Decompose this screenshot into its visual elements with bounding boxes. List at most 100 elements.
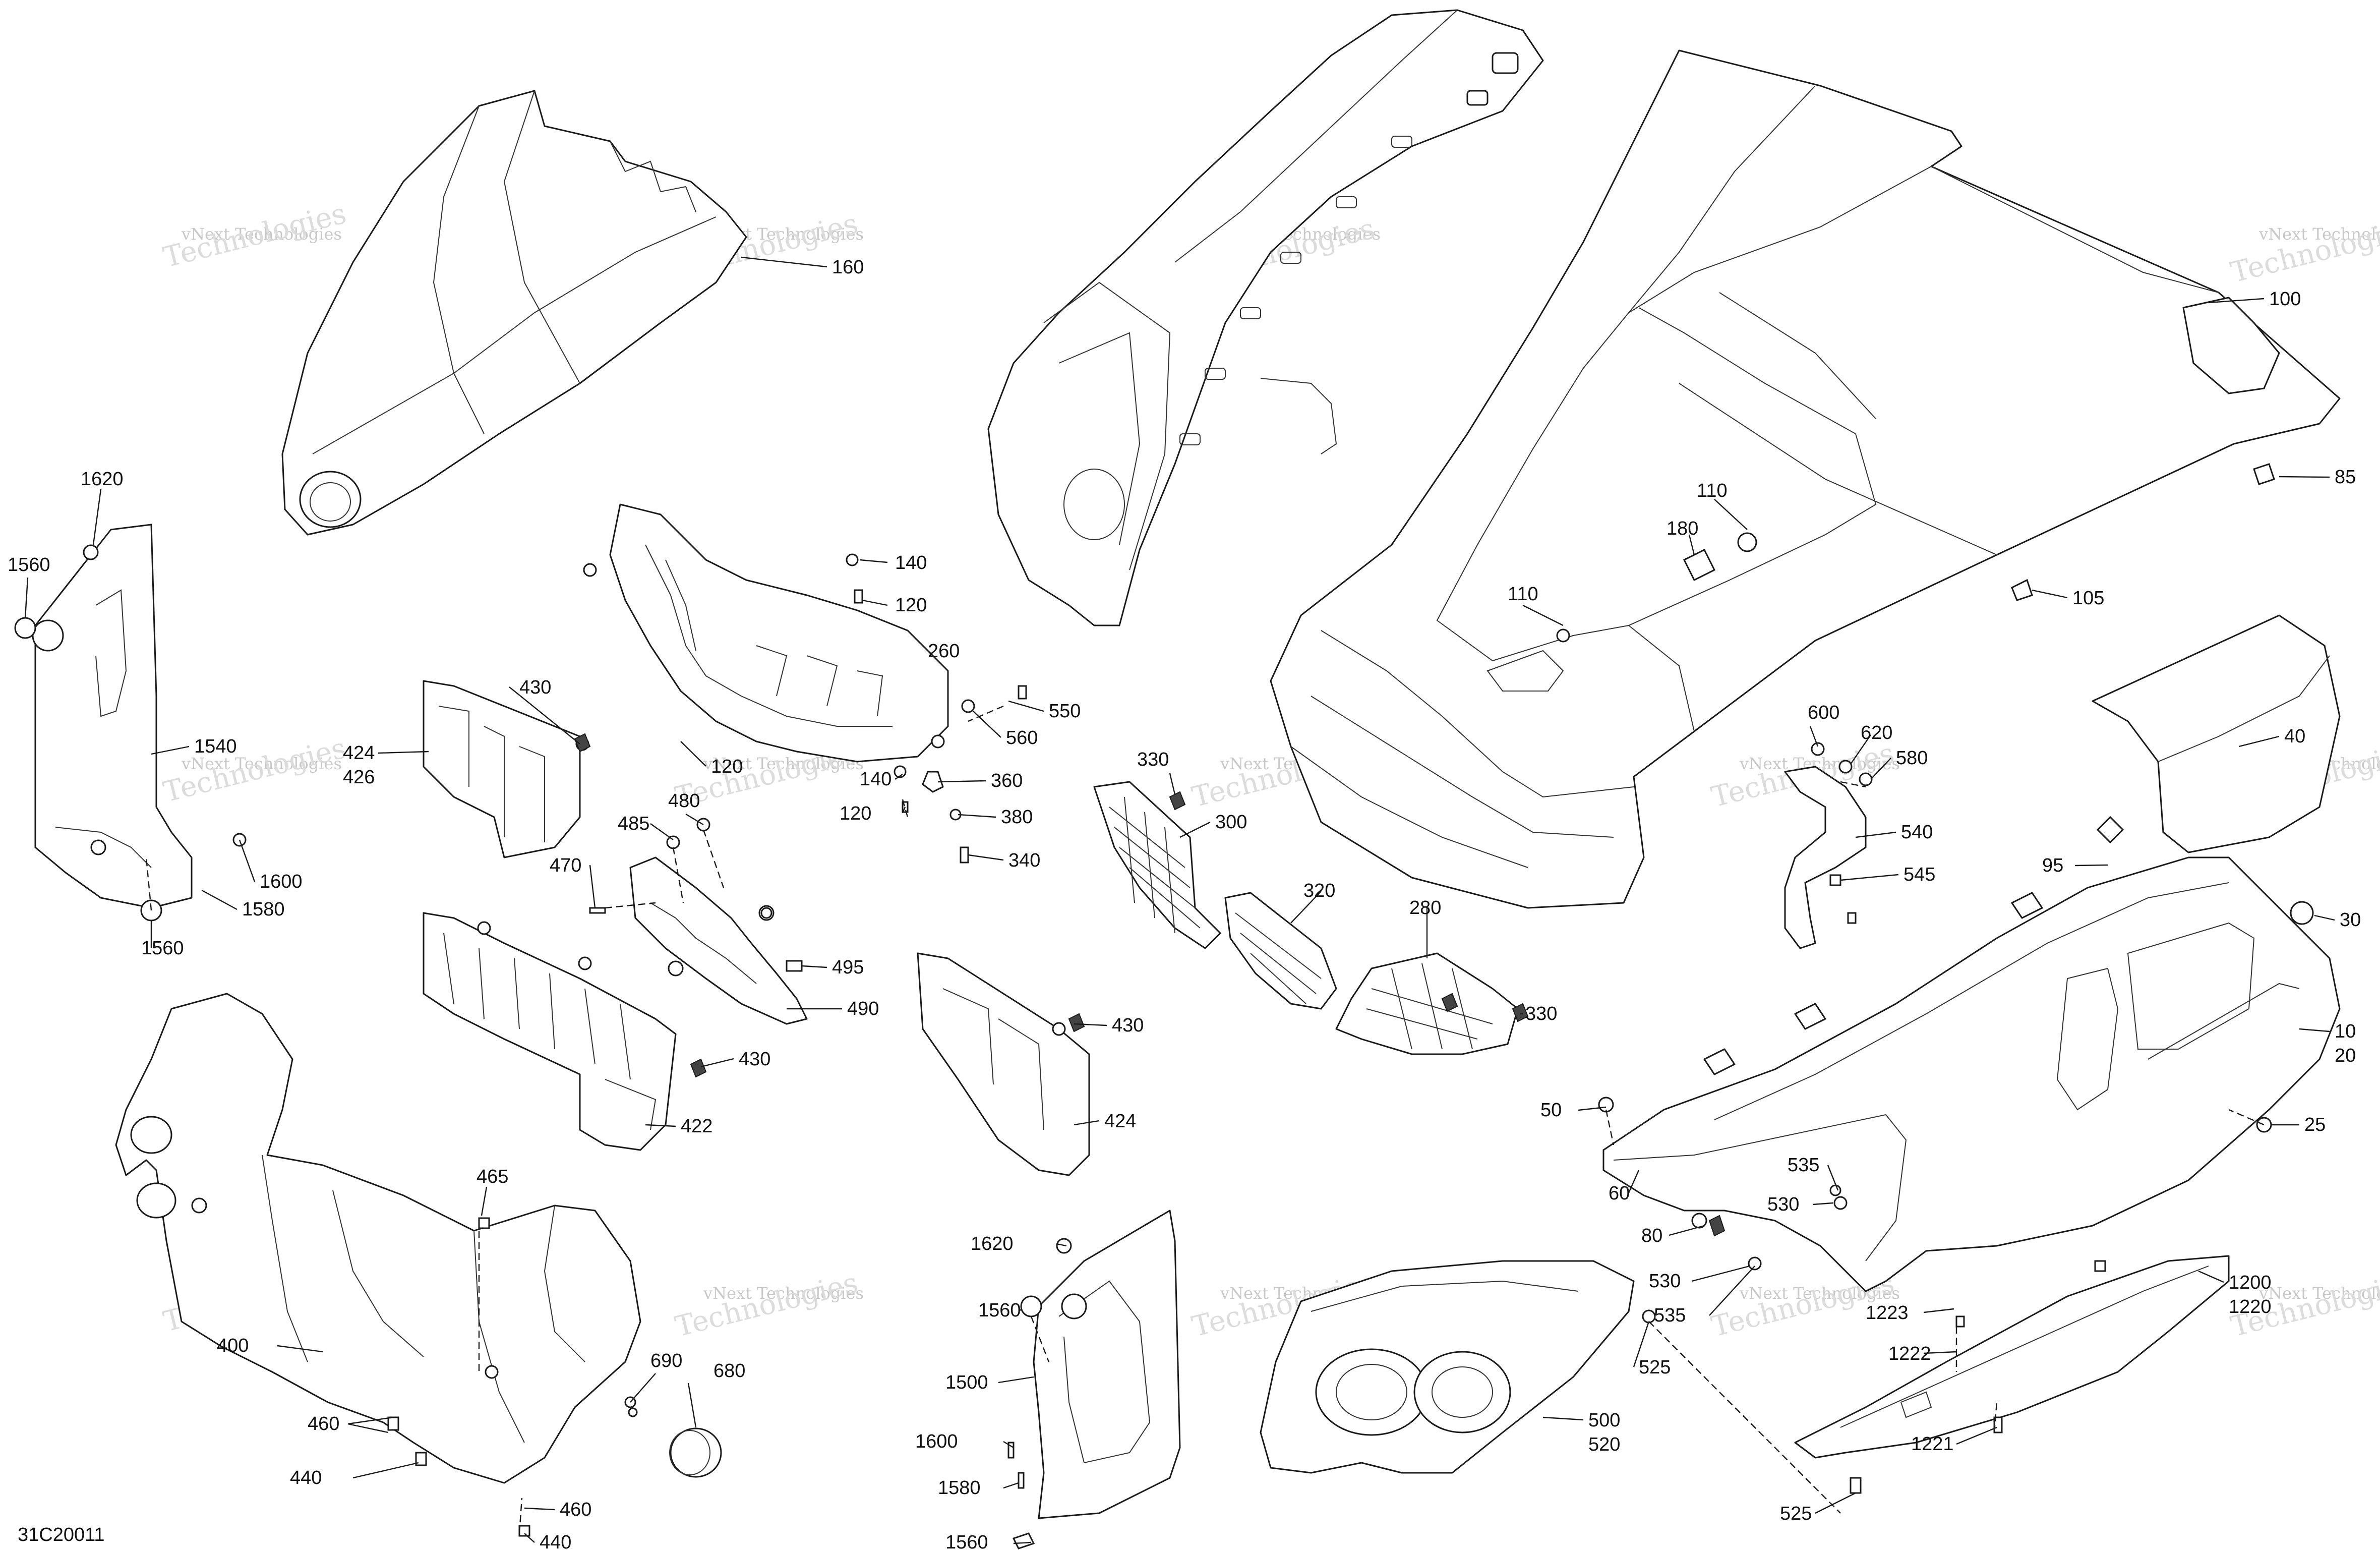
callout-1620: 1620 (971, 1233, 1014, 1254)
watermark: vNext Technologies Technologies (160, 732, 349, 809)
callout-680: 680 (713, 1360, 745, 1382)
callout-120: 120 (711, 756, 743, 777)
callout-180: 180 (1667, 518, 1698, 539)
callout-440: 440 (540, 1532, 571, 1550)
callout-620: 620 (1861, 722, 1892, 743)
callout-690: 690 (650, 1350, 682, 1371)
assembly-lines (145, 705, 2265, 1534)
callout-30: 30 (2340, 909, 2361, 931)
callout-25: 25 (2304, 1114, 2326, 1135)
callout-460: 460 (560, 1499, 591, 1520)
callout-1620: 1620 (81, 469, 124, 490)
callout-422: 422 (681, 1116, 712, 1137)
callout-485: 485 (618, 813, 649, 834)
watermark: vNext Technologies Technologies (160, 197, 349, 274)
callout-1580: 1580 (242, 899, 285, 920)
callout-530: 530 (1649, 1271, 1681, 1292)
part-cap-680 (669, 1427, 722, 1478)
callout-330: 330 (1525, 1003, 1557, 1024)
callout-140: 140 (860, 769, 891, 790)
callout-1560: 1560 (8, 554, 50, 576)
part-left-grille-lower (423, 912, 677, 1151)
callout-1540: 1540 (194, 736, 237, 757)
callout-540: 540 (1901, 822, 1933, 843)
callout-leaders (24, 256, 2335, 1544)
part-side-fender-upper (987, 9, 1544, 626)
callout-85: 85 (2335, 467, 2356, 488)
callout-20: 20 (2335, 1045, 2356, 1066)
svg-text:vNext Technologies: vNext Technologies (2258, 224, 2380, 244)
callout-426: 426 (343, 767, 375, 788)
callout-1220: 1220 (2229, 1296, 2272, 1317)
part-left-guard-1540 (32, 524, 193, 909)
callout-160: 160 (832, 257, 864, 278)
callout-340: 340 (1008, 850, 1040, 871)
part-left-grille-upper (423, 680, 589, 858)
callout-1580: 1580 (938, 1477, 981, 1499)
callout-1500: 1500 (945, 1372, 988, 1393)
part-lower-rear-bracket (1794, 1255, 2230, 1459)
callout-10: 10 (2335, 1021, 2356, 1042)
callout-105: 105 (2072, 588, 2104, 609)
part-lower-guard-1500 (1033, 1210, 1181, 1519)
callout-430: 430 (519, 677, 551, 698)
svg-text:vNext Technologies: vNext Technologies (181, 754, 342, 773)
callout-360: 360 (991, 770, 1023, 791)
callout-500: 500 (1588, 1410, 1620, 1431)
callout-1560: 1560 (141, 938, 184, 959)
callout-580: 580 (1896, 748, 1928, 769)
callout-1600: 1600 (260, 871, 303, 892)
callout-424: 424 (343, 742, 375, 764)
callout-440: 440 (290, 1467, 322, 1488)
callout-labels: 100 160 85 110 180 110 105 1620 1560 140… (8, 257, 2361, 1550)
callout-40: 40 (2284, 726, 2305, 747)
callout-1560: 1560 (945, 1532, 988, 1550)
svg-text:Technologies: Technologies (2228, 212, 2380, 290)
callout-525: 525 (1639, 1357, 1671, 1378)
callout-480: 480 (668, 790, 700, 812)
callout-430: 430 (1112, 1015, 1144, 1036)
part-center-grille (917, 952, 1090, 1176)
callout-140: 140 (895, 552, 927, 573)
callout-1200: 1200 (2229, 1272, 2272, 1293)
callout-1221: 1221 (1911, 1433, 1954, 1455)
callout-535: 535 (1654, 1305, 1686, 1326)
callout-545: 545 (1903, 864, 1935, 885)
callout-460: 460 (308, 1413, 339, 1434)
watermark: vNext Technologies Technologies (672, 1267, 864, 1344)
callout-120: 120 (840, 803, 871, 824)
svg-text:vNext Technologies: vNext Technologies (2258, 1284, 2380, 1303)
callout-430: 430 (739, 1049, 770, 1070)
part-mesh-grille-280 (1335, 952, 1519, 1055)
callout-490: 490 (847, 998, 879, 1019)
part-rear-side-panel (1602, 856, 2341, 1292)
part-mesh-grille-300 (1093, 781, 1221, 949)
part-side-bracket-540 (1784, 766, 1867, 949)
callout-50: 50 (1540, 1100, 1562, 1121)
callout-100: 100 (2269, 289, 2301, 310)
fasteners (14, 463, 2314, 1549)
callout-535: 535 (1788, 1155, 1819, 1176)
callout-1222: 1222 (1888, 1343, 1931, 1364)
callout-470: 470 (550, 855, 581, 876)
callout-560: 560 (1006, 727, 1038, 749)
callout-60: 60 (1609, 1183, 1630, 1204)
callout-465: 465 (477, 1166, 508, 1187)
svg-text:vNext Technologies: vNext Technologies (703, 1284, 864, 1303)
callout-330: 330 (1137, 749, 1169, 770)
watermark-line1: vNext Technologies (181, 224, 342, 244)
svg-text:Technologies: Technologies (672, 1267, 861, 1344)
callout-400: 400 (217, 1335, 249, 1356)
svg-text:Technologies: Technologies (160, 732, 349, 809)
callout-1600: 1600 (915, 1431, 958, 1452)
part-lower-front-frame (115, 993, 641, 1484)
callout-260: 260 (928, 641, 960, 662)
part-front-nose-panel (281, 90, 747, 536)
callout-110: 110 (1508, 584, 1538, 605)
callout-80: 80 (1641, 1225, 1662, 1246)
callout-120: 120 (895, 595, 927, 616)
callout-95: 95 (2042, 855, 2063, 876)
callout-380: 380 (1001, 807, 1033, 828)
part-front-grille-frame (583, 503, 949, 763)
